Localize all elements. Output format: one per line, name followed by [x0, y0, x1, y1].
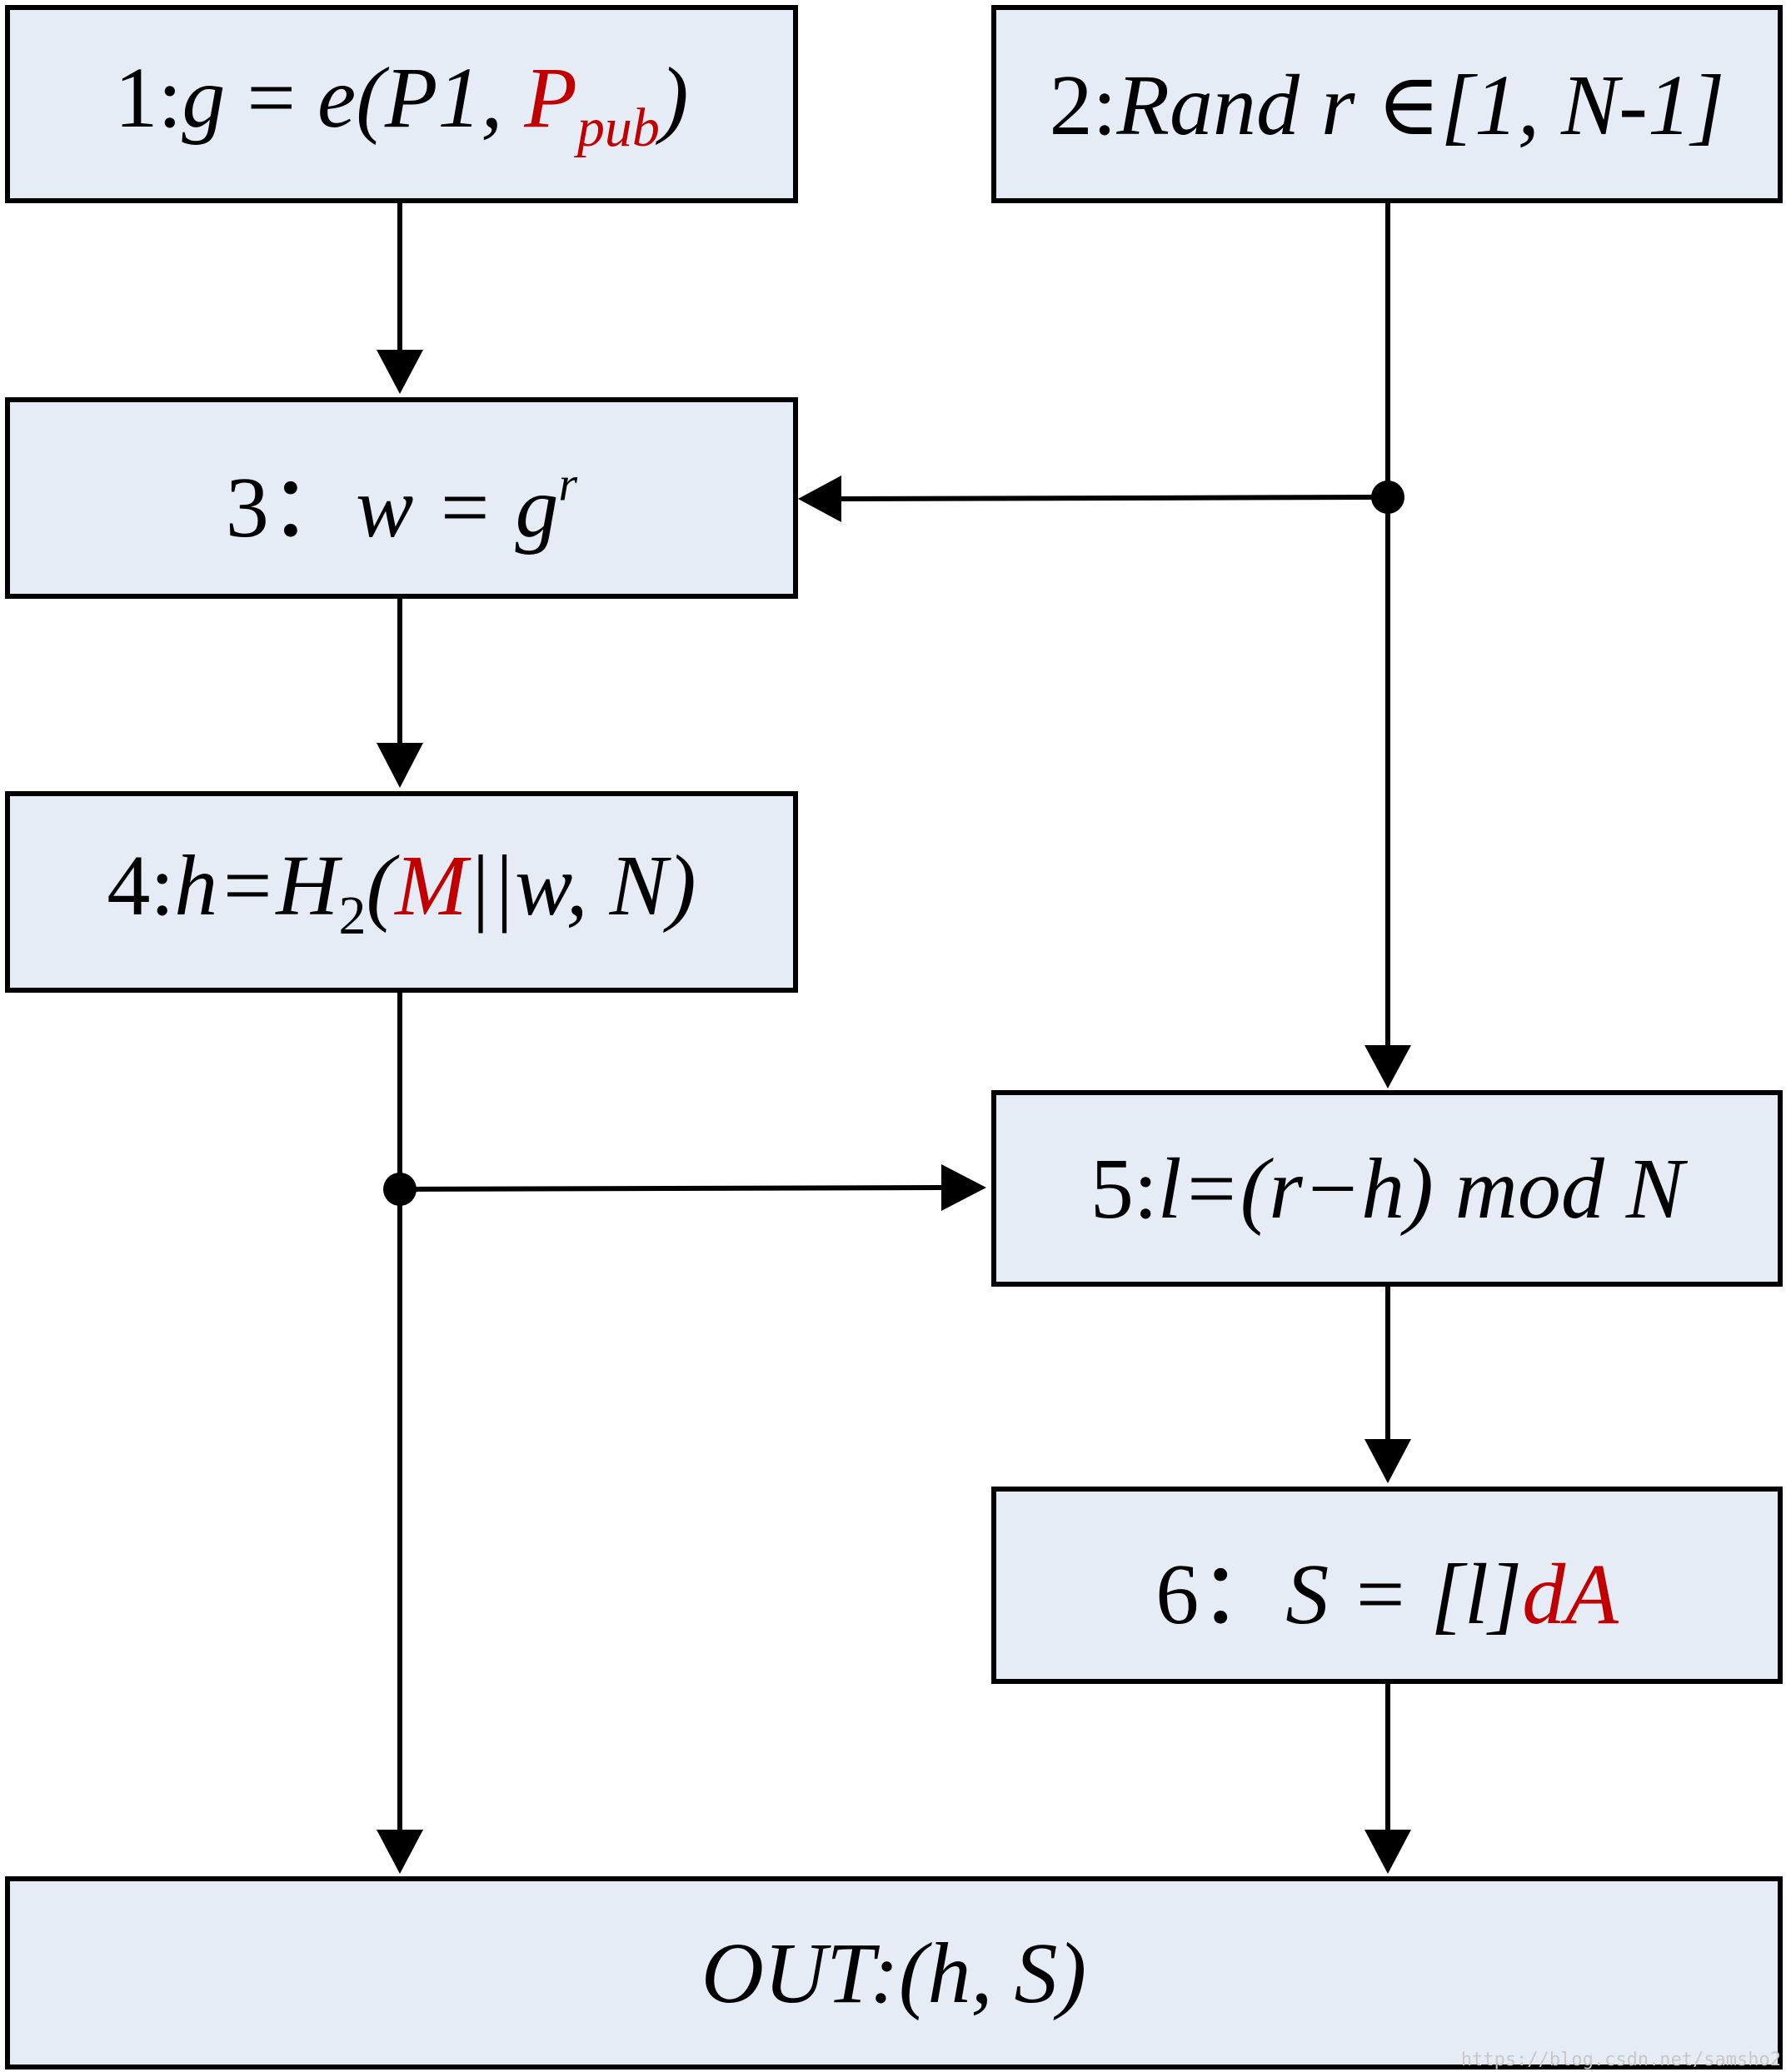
junction-dot-right: [1371, 481, 1404, 514]
step-1-ppub: P: [524, 49, 577, 146]
output-box: OUT:(h, S): [5, 1876, 1783, 2070]
step-1-ppub-subscript: pub: [576, 97, 660, 159]
step-4-message: M: [395, 837, 467, 934]
step-2-text: 2:Rand r ∈[1, N-1]: [1050, 53, 1725, 155]
step-4-hash-subscript: 2: [338, 885, 367, 947]
arrowhead-into-4: [377, 743, 423, 788]
step-1-eq: =: [225, 49, 318, 146]
step-4-rest: ||w, N): [466, 837, 696, 934]
step-1-fn: e(P1,: [317, 49, 525, 146]
step-5-text: 5:l=(r−h) mod N: [1090, 1139, 1684, 1238]
step-5-expr: l=(r−h) mod N: [1157, 1140, 1684, 1237]
junction-dot-left: [383, 1173, 417, 1206]
step-1-text: 1:g = e(P1, Ppub): [114, 48, 688, 160]
step-2-prefix: 2:: [1049, 57, 1117, 153]
step-3-prefix: 3：: [225, 459, 356, 555]
step-3-text: 3：w = gr: [226, 436, 577, 561]
step-1-close: ): [659, 49, 689, 146]
step-3-exponent: r: [558, 456, 578, 511]
step-4-open: (: [366, 837, 396, 934]
arrowhead-into-5: [1364, 1045, 1411, 1088]
step-5-prefix: 5:: [1090, 1140, 1158, 1237]
output-text: OUT:(h, S): [701, 1925, 1087, 2021]
arrowhead-into-3: [377, 350, 423, 394]
step-6-prefix: 6：: [1155, 1547, 1286, 1642]
step-6-signature: S = [l]: [1285, 1547, 1523, 1642]
edge-branch-to-5: [399, 1185, 942, 1192]
step-3-box: 3：w = gr: [5, 397, 798, 599]
arrowhead-into-out-left: [377, 1830, 423, 1874]
arrowhead-into-out-right: [1364, 1830, 1411, 1874]
step-4-prefix: 4:: [107, 837, 175, 934]
arrowhead-into-5-side: [941, 1164, 986, 1211]
step-1-lhs: g: [182, 49, 226, 146]
step-1-box: 1:g = e(P1, Ppub): [5, 5, 798, 203]
step-2-box: 2:Rand r ∈[1, N-1]: [991, 5, 1783, 203]
step-6-text: 6：S = [l]dA: [1155, 1522, 1619, 1648]
step-6-box: 6：S = [l]dA: [991, 1487, 1783, 1684]
step-4-hash: h=H: [174, 837, 339, 934]
step-4-text: 4:h=H2(M||w, N): [107, 836, 696, 948]
step-2-expr: Rand r ∈[1, N-1]: [1116, 57, 1725, 153]
watermark-text: https://blog.csdn.net/samsho2: [1460, 2050, 1781, 2070]
arrowhead-into-3-side: [798, 476, 841, 522]
step-6-private-key: dA: [1522, 1547, 1619, 1642]
step-5-box: 5:l=(r−h) mod N: [991, 1090, 1783, 1287]
step-4-box: 4:h=H2(M||w, N): [5, 791, 798, 993]
arrowhead-into-6: [1364, 1439, 1411, 1483]
edge-branch-to-3: [841, 495, 1389, 501]
step-3-lhs: w = g: [355, 459, 559, 555]
step-1-prefix: 1:: [114, 49, 182, 146]
